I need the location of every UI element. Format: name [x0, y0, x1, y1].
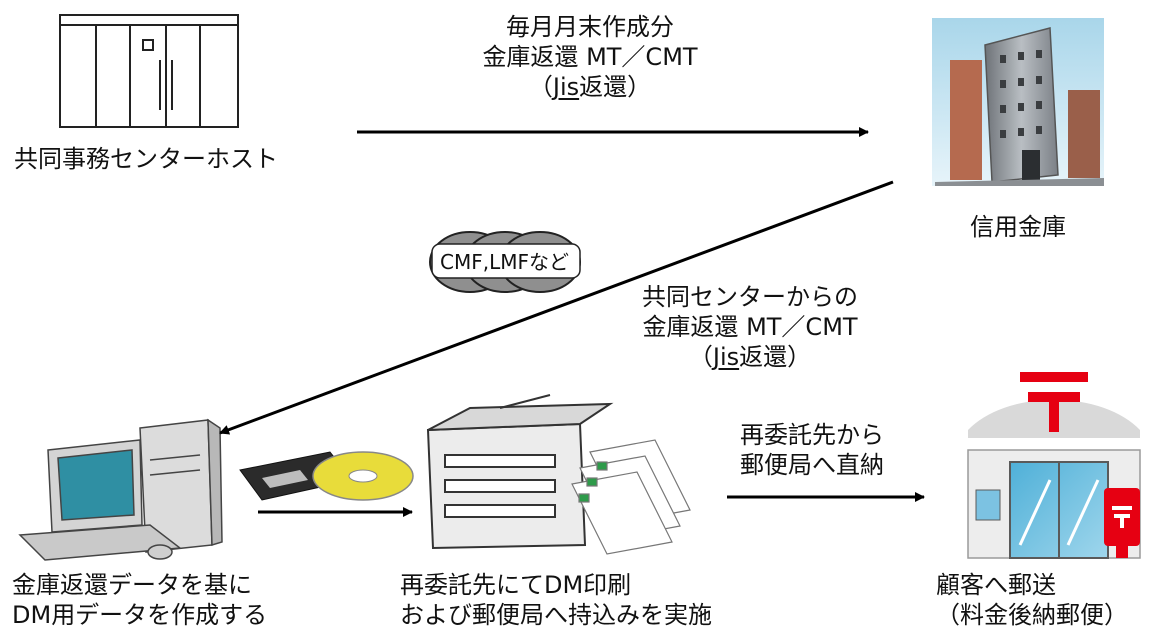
- printer-label: 再委託先にてDM印刷 および郵便局へ持込みを実施: [400, 570, 712, 630]
- edge1-line2: 金庫返還 MT／CMT: [482, 43, 698, 71]
- edge2-line2: 金庫返還 MT／CMT: [642, 313, 858, 341]
- edge2-paren-open: （: [688, 343, 713, 371]
- printer-label-line1: 再委託先にてDM印刷: [400, 571, 632, 599]
- edge1-jis: Jis: [552, 73, 580, 101]
- pc-label-line2: DM用データを作成する: [12, 601, 268, 629]
- tape-reels-icon: [429, 231, 581, 293]
- computer-icon: [18, 418, 223, 561]
- host-label: 共同事務センターホスト: [14, 145, 278, 173]
- pc-label-line1: 金庫返還データを基に: [12, 571, 252, 599]
- cd-icon: [312, 451, 414, 501]
- edge-label-shinkin-to-pc: 共同センターからの 金庫返還 MT／CMT （Jis返還）: [600, 282, 900, 372]
- edge-label-host-to-shinkin: 毎月月末作成分 金庫返還 MT／CMT （Jis返還）: [440, 12, 740, 102]
- edge2-jis: Jis: [712, 343, 740, 371]
- post-office-label: 顧客へ郵送 （料金後納郵便）: [936, 570, 1128, 630]
- tape-label: CMF,LMFなど: [440, 250, 569, 274]
- edge3-line1: 再委託先から: [740, 421, 884, 449]
- edge3-line2: 郵便局へ直納: [740, 451, 884, 479]
- edge1-rest: 返還）: [579, 73, 652, 101]
- edge1-line1: 毎月月末作成分: [506, 13, 674, 41]
- post-office-label-line1: 顧客へ郵送: [936, 571, 1056, 599]
- printer-icon: [426, 394, 614, 550]
- bank-building-icon: [932, 18, 1104, 186]
- edge2-line3: （Jis返還）: [600, 342, 900, 372]
- printer-label-line2: および郵便局へ持込みを実施: [400, 601, 712, 629]
- arrow-shinkin-to-pc: [219, 180, 894, 435]
- shinkin-label: 信用金庫: [970, 213, 1066, 241]
- edge1-line3: （Jis返還）: [440, 72, 740, 102]
- pc-label: 金庫返還データを基に DM用データを作成する: [12, 570, 267, 630]
- edge1-paren-open: （: [528, 73, 553, 101]
- edge2-line1: 共同センターからの: [642, 283, 858, 311]
- post-office-icon: [967, 372, 1141, 559]
- server-rack-icon: [59, 14, 239, 128]
- envelopes-icon: [571, 439, 691, 555]
- post-office-label-line2: （料金後納郵便）: [936, 601, 1128, 629]
- edge-label-printer-to-post: 再委託先から 郵便局へ直納: [712, 420, 912, 480]
- edge2-rest: 返還）: [739, 343, 812, 371]
